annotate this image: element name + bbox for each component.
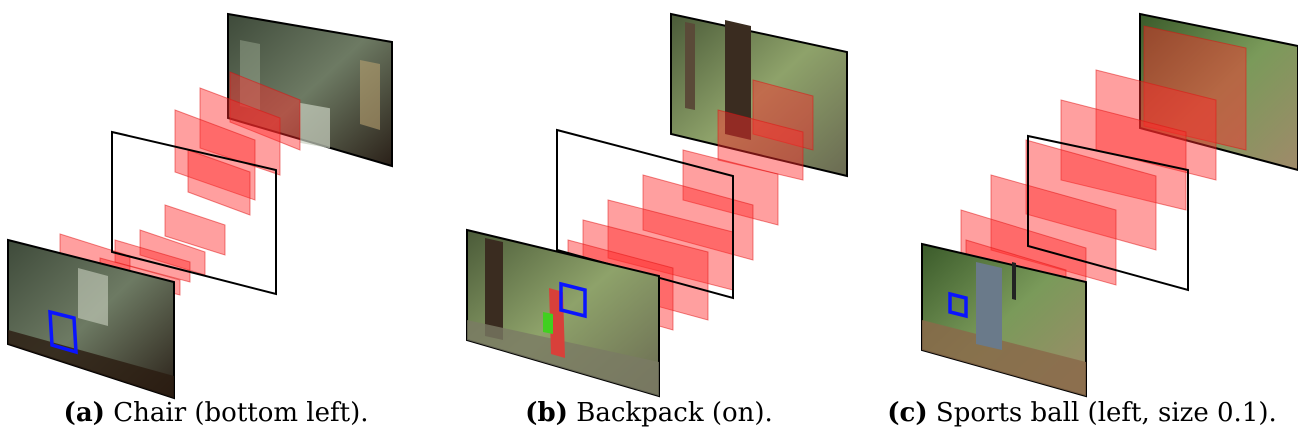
detection-box [559,281,587,319]
panel-a-caption: (a) Chair (bottom left). [0,396,432,430]
last-video-frame [227,12,393,168]
red-tube [59,71,301,296]
panel-b-figure [466,12,848,398]
middle-frame-outline [556,128,734,300]
panel-c-caption: (c) Sports ball (left, size 0.1). [866,396,1298,430]
panel-a-figure [7,12,393,400]
panel-b-caption-text: Backpack (on). [576,398,773,428]
detection-box [948,291,968,319]
panel-c-caption-text: Sports ball (left, size 0.1). [935,398,1277,428]
panel-a: (a) Chair (bottom left). [0,0,432,444]
first-video-frame [466,228,660,398]
panel-c-label: (c) [887,398,928,428]
panel-c-figure [921,12,1298,398]
first-video-frame [921,242,1087,398]
detection-box [48,309,78,355]
panel-a-label: (a) [63,398,105,428]
panel-a-caption-text: Chair (bottom left). [113,398,369,428]
panel-b-caption: (b) Backpack (on). [433,396,865,430]
middle-frame-outline [111,130,277,296]
panel-b: (b) Backpack (on). [433,0,865,444]
panel-c: (c) Sports ball (left, size 0.1). [866,0,1298,444]
middle-frame-outline [1027,134,1189,292]
first-video-frame [7,238,175,400]
last-video-frame [1139,12,1298,172]
panel-b-label: (b) [525,398,568,428]
